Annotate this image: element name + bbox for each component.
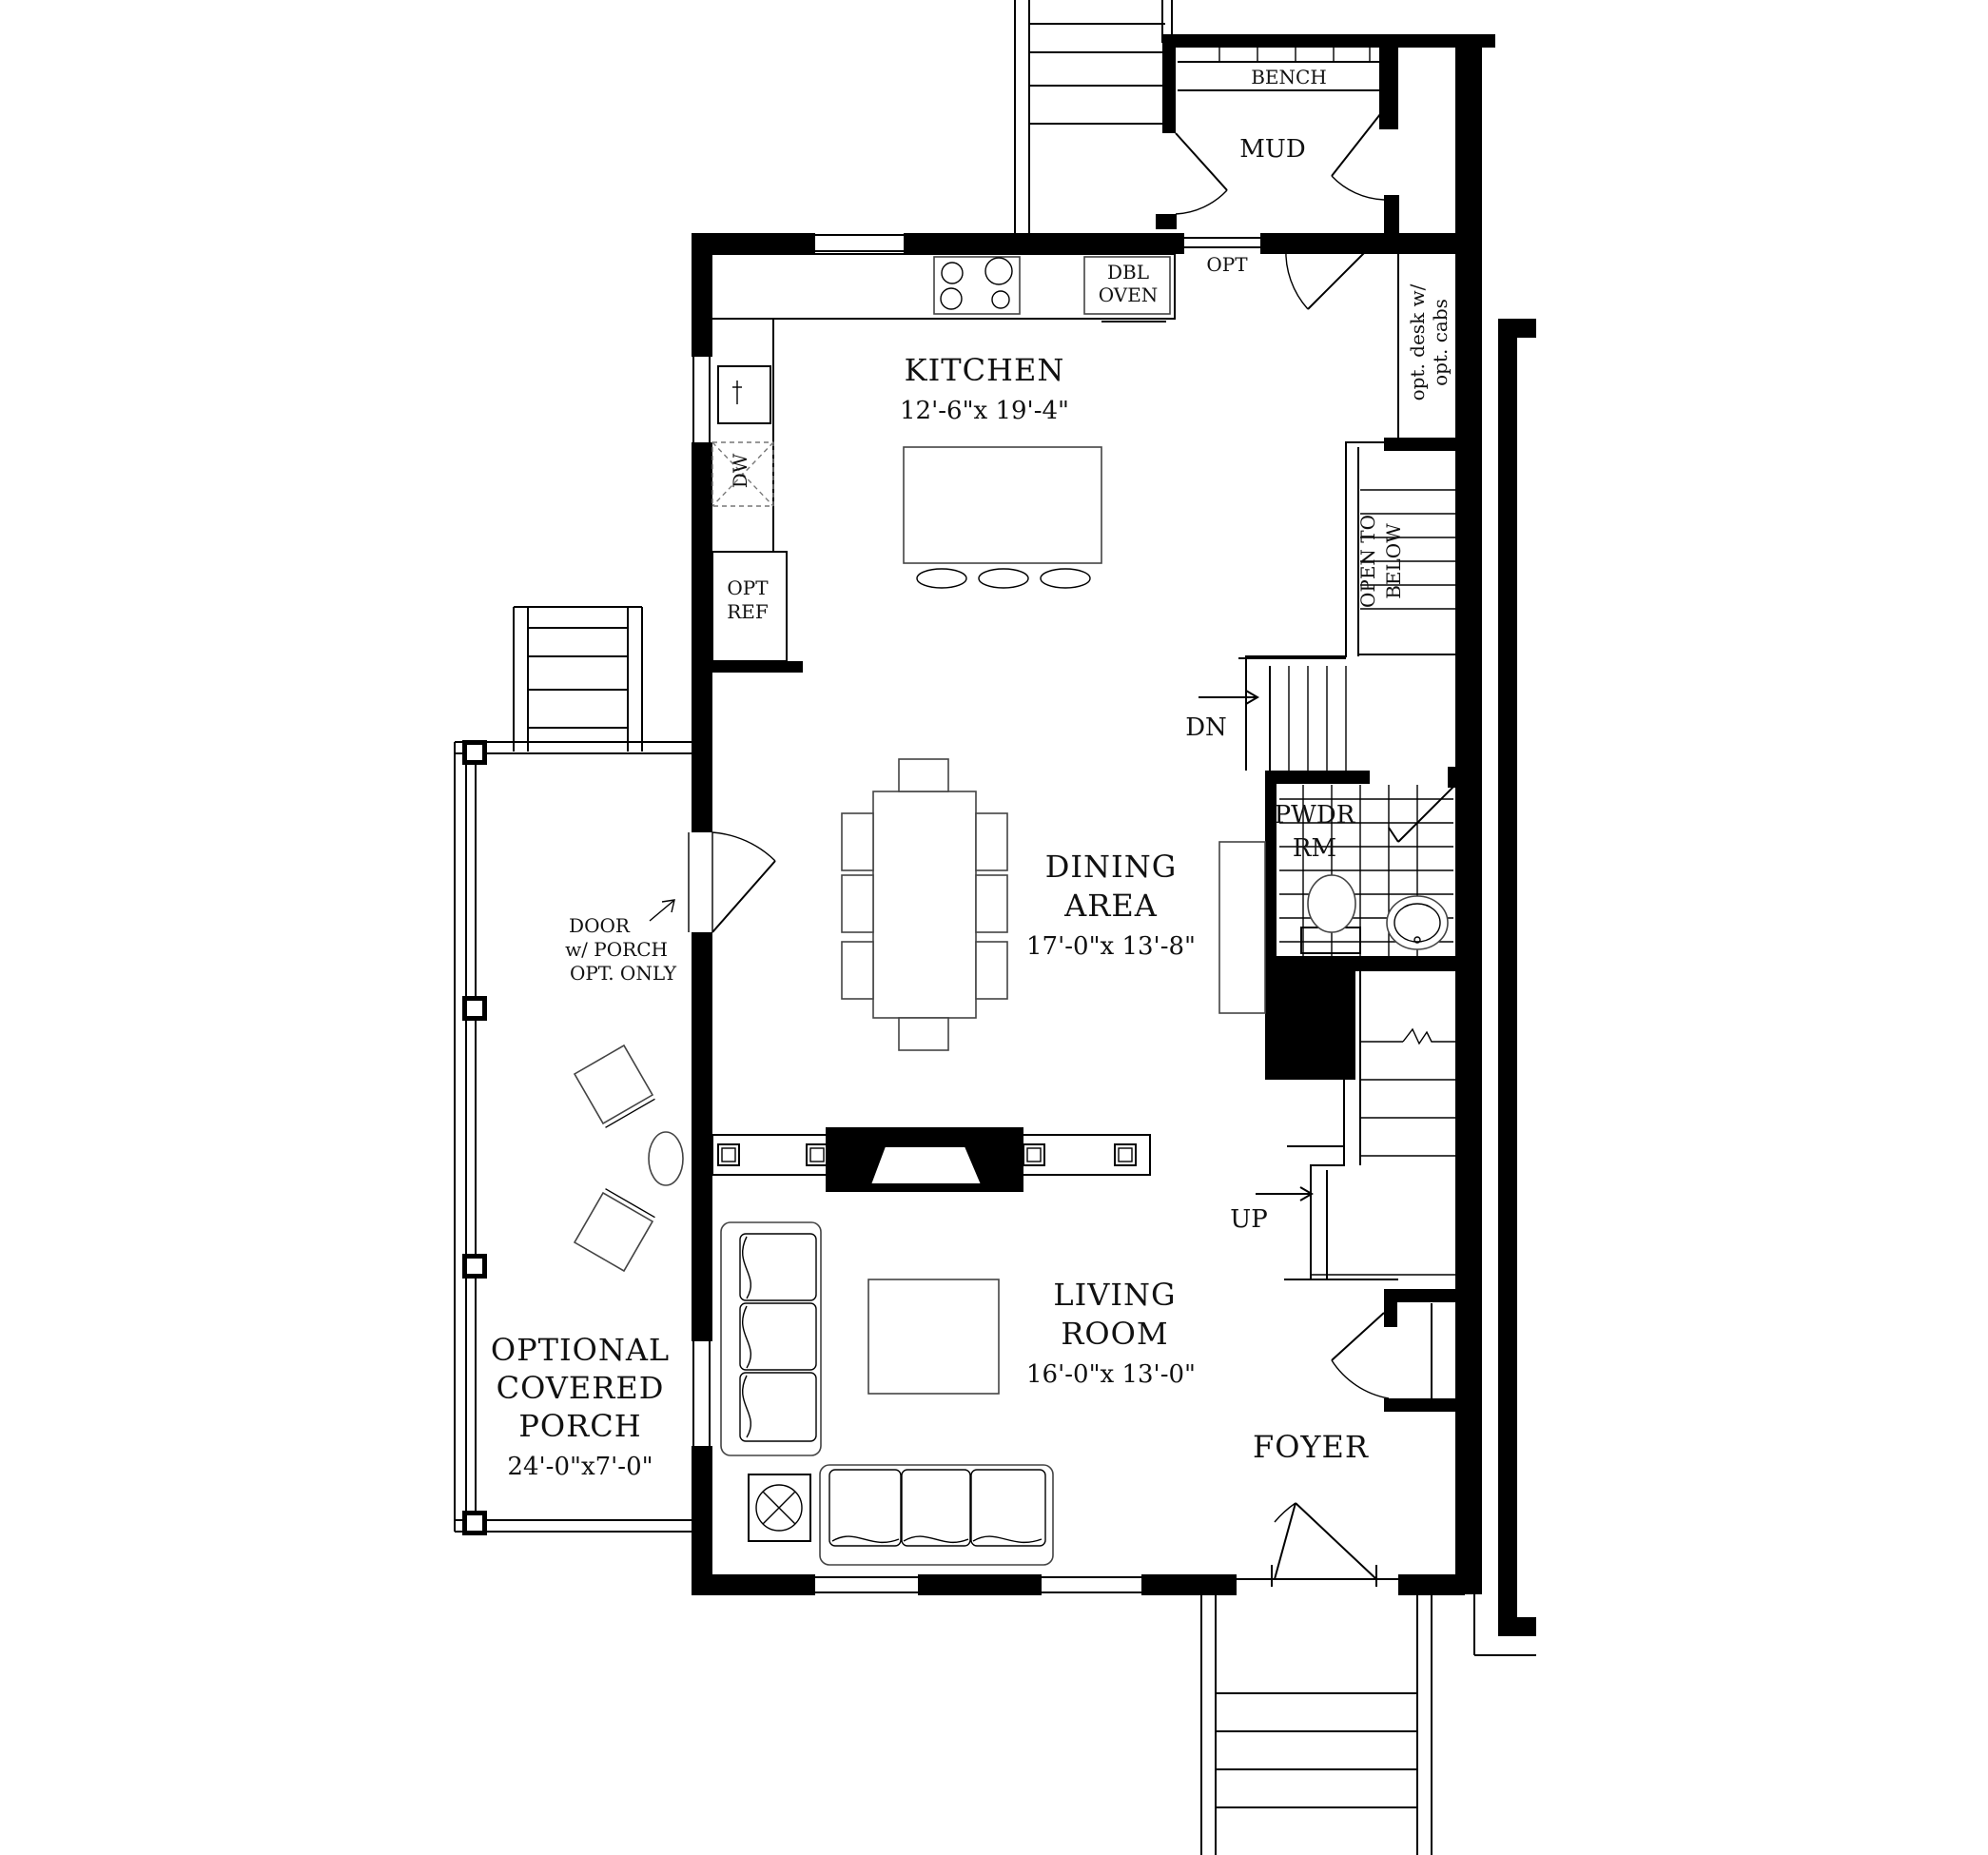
open-below-label-1: OPEN TO	[1356, 515, 1379, 608]
dbl-oven-label-1: DBL	[1107, 261, 1149, 283]
dining-label-2: AREA	[1063, 888, 1158, 924]
exterior-walls	[692, 34, 1536, 1656]
opt-ref-label-2: REF	[727, 600, 769, 623]
living-label-2: ROOM	[1061, 1316, 1168, 1352]
fireplace	[711, 1127, 1151, 1192]
stairs-up-label: UP	[1230, 1205, 1267, 1234]
porch-dimensions: 24'-0"x7'-0"	[507, 1453, 653, 1481]
door-note-1: DOOR	[569, 914, 631, 937]
dining-label-1: DINING	[1045, 849, 1178, 885]
opt-label: OPT	[1206, 253, 1248, 276]
mud-room: MUD BENCH	[1156, 34, 1495, 233]
bench-label: BENCH	[1251, 66, 1327, 88]
powder-room-label-2: RM	[1293, 834, 1336, 863]
door-note-3: OPT. ONLY	[570, 962, 677, 985]
porch-label-1: OPTIONAL	[491, 1332, 670, 1368]
stair-core: opt. desk w/ opt. cabs OPEN TO BELOW DN	[1185, 233, 1460, 1412]
desk-label-2: opt. cabs	[1429, 299, 1452, 386]
living-label-1: LIVING	[1053, 1277, 1176, 1313]
side-door	[688, 831, 776, 933]
living-dimensions: 16'-0"x 13'-0"	[1026, 1360, 1196, 1389]
foyer-label: FOYER	[1253, 1429, 1369, 1465]
rear-stairs	[1014, 0, 1173, 233]
porch-label-3: PORCH	[518, 1408, 641, 1444]
dining-dimensions: 17'-0"x 13'-8"	[1026, 932, 1196, 961]
opt-ref-label-1: OPT	[727, 576, 769, 599]
mud-label: MUD	[1239, 135, 1305, 164]
foyer: FOYER	[1253, 1429, 1377, 1587]
dw-label: DW	[729, 453, 751, 488]
door-note-2: w/ PORCH	[565, 938, 668, 961]
front-stairs	[1200, 1595, 1433, 1855]
kitchen-label: KITCHEN	[905, 352, 1065, 388]
dining-area: DINING AREA 17'-0"x 13'-8"	[841, 758, 1266, 1051]
kitchen: DBL OVEN OPT DW OPT REF KITCHEN 12'-6"x …	[711, 238, 1389, 673]
porch-label-2: COVERED	[497, 1370, 665, 1406]
living-room: LIVING ROOM 16'-0"x 13'-0"	[720, 1221, 1196, 1566]
covered-porch: DOOR w/ PORCH OPT. ONLY OPTIONAL COVERED…	[454, 606, 692, 1535]
desk-label-1: opt. desk w/	[1406, 283, 1429, 400]
kitchen-dimensions: 12'-6"x 19'-4"	[900, 397, 1069, 425]
open-below-label-2: BELOW	[1382, 523, 1405, 599]
stairs-down-label: DN	[1185, 713, 1227, 742]
dbl-oven-label-2: OVEN	[1099, 283, 1159, 306]
powder-room-label-1: PWDR	[1275, 801, 1356, 830]
